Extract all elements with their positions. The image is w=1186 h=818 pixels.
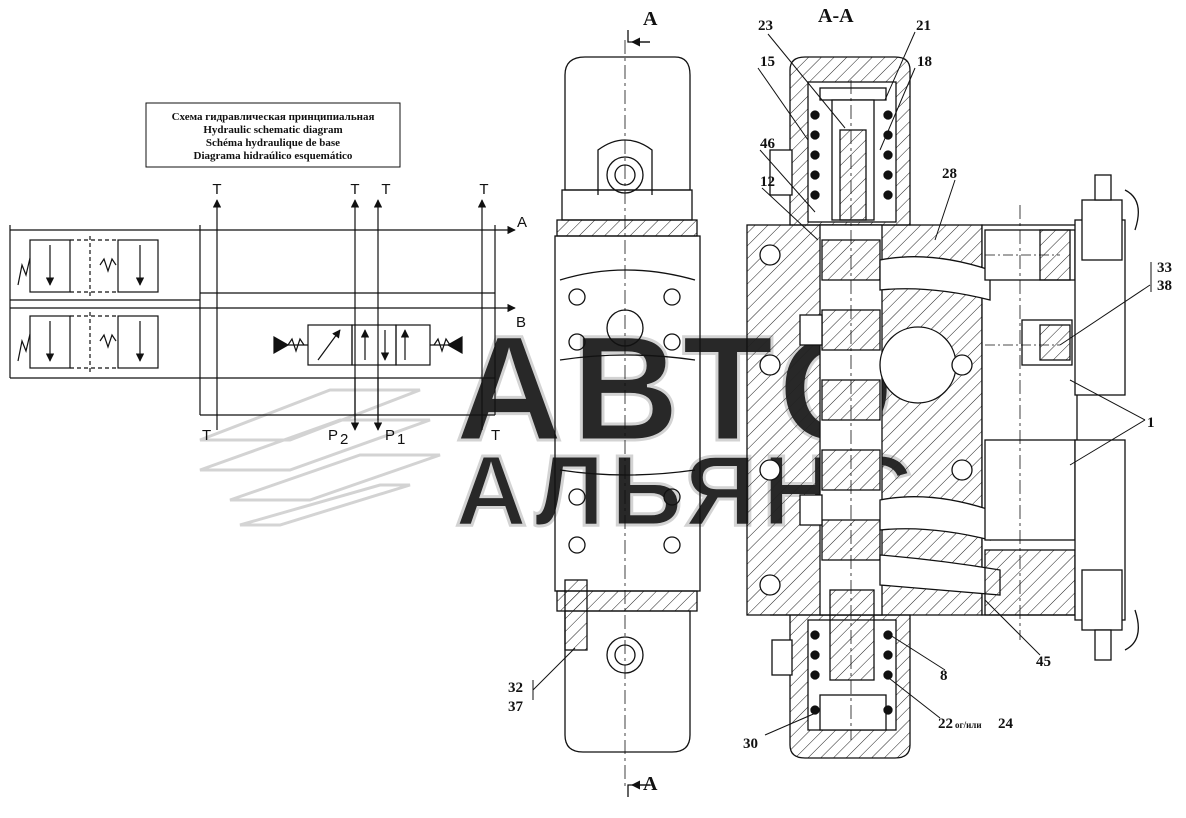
callout-22-or: ог/или <box>955 720 982 730</box>
legend-line-fr: Schéma hydraulique de base <box>206 137 340 149</box>
port-p1: P <box>385 427 395 444</box>
port-p2-sub: 2 <box>340 431 348 448</box>
callout-21: 21 <box>916 18 931 34</box>
callout-28: 28 <box>942 166 957 182</box>
callout-24: 24 <box>998 716 1014 732</box>
port-t-1: T <box>212 181 221 198</box>
port-t-4: T <box>479 181 488 198</box>
port-t-3: T <box>381 181 390 198</box>
callout-30: 30 <box>743 736 758 752</box>
callout-37: 37 <box>508 699 524 715</box>
port-p1-sub: 1 <box>397 431 405 448</box>
legend-box: Схема гидравлическая принципиальная Hydr… <box>145 102 401 168</box>
schematic-port-labels: T T T T A B T T P 2 P 1 <box>202 181 527 448</box>
watermark-logo-icon <box>199 388 441 527</box>
port-t-bottom-left: T <box>202 427 211 444</box>
callout-12: 12 <box>760 174 775 190</box>
port-a: A <box>517 214 527 231</box>
callout-32: 32 <box>508 680 523 696</box>
callout-8: 8 <box>940 668 948 684</box>
callout-46: 46 <box>760 136 776 152</box>
port-t-2: T <box>350 181 359 198</box>
port-p2: P <box>328 427 338 444</box>
callout-23: 23 <box>758 18 773 34</box>
section-view <box>746 56 1139 759</box>
callouts: 23 21 15 18 46 12 28 33 38 1 45 8 22 ог/… <box>508 18 1172 752</box>
port-b: B <box>516 314 526 331</box>
legend-line-ru: Схема гидравлическая принципиальная <box>172 111 375 123</box>
section-mark-bottom: A <box>643 773 658 795</box>
section-title: A-A <box>818 5 854 27</box>
callout-33: 33 <box>1157 260 1172 276</box>
legend-line-es: Diagrama hidraúlico esquemático <box>194 150 353 162</box>
callout-18: 18 <box>917 54 932 70</box>
leader-lines <box>532 31 1152 736</box>
callout-38: 38 <box>1157 278 1172 294</box>
callout-15: 15 <box>760 54 775 70</box>
front-view <box>554 30 701 797</box>
hydraulic-schematic <box>9 199 516 431</box>
callout-45: 45 <box>1036 654 1051 670</box>
legend-line-en: Hydraulic schematic diagram <box>203 124 342 136</box>
callout-1: 1 <box>1147 415 1155 431</box>
port-t-bottom-right: T <box>491 427 500 444</box>
section-mark-top: A <box>643 8 658 30</box>
callout-22: 22 <box>938 716 953 732</box>
